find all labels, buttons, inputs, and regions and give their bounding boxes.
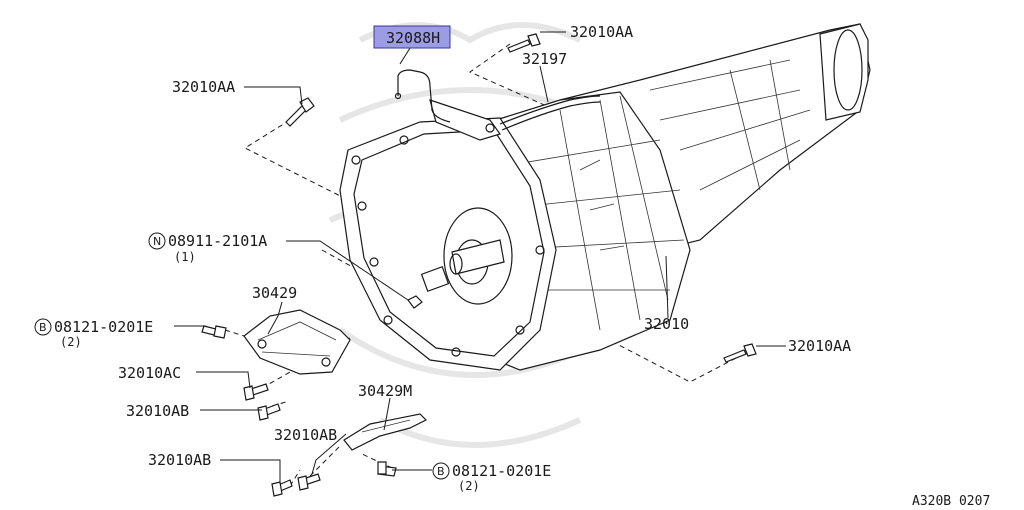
symbol-bolt-a: B xyxy=(34,318,52,336)
reference-code: A320B 0207 xyxy=(912,494,990,509)
bolt-32010AB-a xyxy=(257,403,281,421)
bolt-32010AC xyxy=(243,383,269,401)
bolt-08121-a xyxy=(201,325,227,339)
label-08911[interactable]: 08911-2101A xyxy=(168,232,267,250)
bolt-32010AA-top xyxy=(507,33,541,53)
bolt-32010AB-b xyxy=(297,473,321,491)
part-32088H-pipe xyxy=(394,69,451,123)
label-32010AA-top[interactable]: 32010AA xyxy=(570,23,633,41)
label-30429[interactable]: 30429 xyxy=(252,284,297,302)
symbol-bolt-a-letter: B xyxy=(39,321,47,334)
label-32197[interactable]: 32197 xyxy=(522,50,567,68)
bolt-32010AB-c xyxy=(271,479,293,497)
label-32010AB-b[interactable]: 32010AB xyxy=(274,426,337,444)
leader-lines xyxy=(174,31,786,484)
label-32010AA-right[interactable]: 32010AA xyxy=(788,337,851,355)
symbol-bolt-b-letter: B xyxy=(437,465,445,478)
transmission-case xyxy=(339,23,871,371)
symbol-bolt-b: B xyxy=(432,462,450,480)
label-32088H[interactable]: 32088H xyxy=(386,29,440,47)
part-30429-bracket xyxy=(243,309,351,375)
label-08121-a-qty: (2) xyxy=(60,335,82,349)
label-08121-b[interactable]: 08121-0201E xyxy=(452,462,551,480)
label-32010AA-left[interactable]: 32010AA xyxy=(172,78,235,96)
label-08121-a[interactable]: 08121-0201E xyxy=(54,318,153,336)
bolt-32010AA-left xyxy=(285,97,315,127)
symbol-nut-letter: N xyxy=(153,235,161,248)
label-32010AB-a[interactable]: 32010AB xyxy=(126,402,189,420)
label-30429M[interactable]: 30429M xyxy=(358,382,412,400)
highlight-box xyxy=(373,25,451,49)
bolt-32010AA-right xyxy=(723,343,757,363)
part-32197-hose xyxy=(499,95,601,131)
label-32010AC[interactable]: 32010AC xyxy=(118,364,181,382)
label-08911-qty: (1) xyxy=(174,250,196,264)
nut-08911 xyxy=(407,295,423,309)
label-08121-b-qty: (2) xyxy=(458,479,480,493)
bolt-08121-b xyxy=(377,461,397,477)
label-32010AB-c[interactable]: 32010AB xyxy=(148,451,211,469)
symbol-nut: N xyxy=(148,232,166,250)
part-30429M-bracket xyxy=(343,413,428,451)
label-32010[interactable]: 32010 xyxy=(644,315,689,333)
